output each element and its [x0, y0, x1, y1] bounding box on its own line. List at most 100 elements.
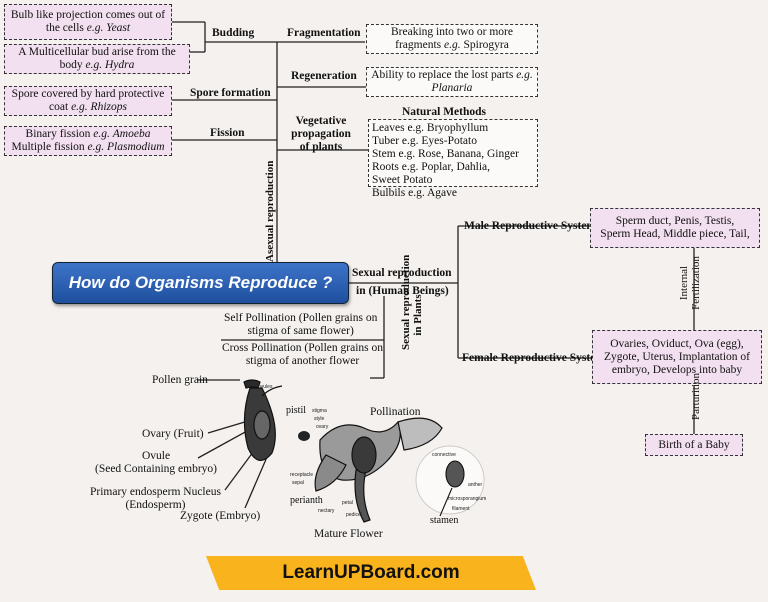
vegetative-l2: propagation [291, 128, 351, 140]
cross-l2: stigma of another flower [245, 355, 360, 367]
vegetative-l1: Vegetative [295, 115, 347, 127]
budding-hydra-box: A Multicellular bud arise from the body … [4, 44, 190, 74]
sexual-plants-l1: Sexual reproduction [400, 254, 412, 350]
yeast-eg: e.g. [86, 22, 104, 34]
male-box: Sperm duct, Penis, Testis, Sperm Head, M… [590, 208, 760, 248]
male-system-label: Male Reproductive System [464, 220, 597, 232]
hydra-text: A Multicellular bud arise from the body [18, 46, 176, 71]
sexual-human-l2: in (Human Beings) [356, 285, 449, 297]
sexual-human-l1: Sexual reproduction [352, 267, 452, 279]
tiny-filament: filament [452, 506, 470, 512]
spore-formation-label: Spore formation [190, 87, 271, 99]
binary-fission: Binary fission [25, 128, 91, 140]
spore-box: Spore covered by hard protective coat e.… [4, 86, 172, 116]
internal-l2: Fertilization [690, 256, 702, 310]
pollen-grain-label: Pollen grain [152, 374, 208, 386]
yeast-text: Bulb like projection comes out of the ce… [10, 9, 166, 34]
male-l1: Sperm duct, Penis, Testis, [615, 215, 735, 227]
tiny-receptacle: receptacle [290, 472, 314, 478]
spore-text: Spore covered by hard protective coat [11, 88, 165, 113]
multiple-fission: Multiple fission [11, 141, 85, 153]
spore-example: Rhizops [90, 101, 127, 113]
tiny-anther: anther [468, 482, 483, 488]
mature-flower-label: Mature Flower [314, 528, 383, 540]
ovule-label: Ovule (Seed Containing embryo) [95, 450, 217, 476]
pen-label: Primary endosperm Nucleus (Endosperm) [90, 486, 221, 512]
sexual-plants-l2: in Plants [412, 294, 424, 336]
ovary-label: Ovary (Fruit) [142, 428, 204, 440]
regeneration-text: Ability to replace the lost parts [371, 69, 514, 81]
tiny-petal: petal [342, 500, 353, 506]
fission-box: Binary fission e.g. Amoeba Multiple fiss… [4, 126, 172, 156]
zygote-label: Zygote (Embryo) [180, 510, 261, 522]
natural-methods-title: Natural Methods [402, 106, 487, 118]
nm-leaves: Leaves e.g. Bryophyllum [372, 122, 489, 134]
fragmentation-box: Breaking into two or more fragments e.g.… [366, 24, 538, 54]
female-l3: embryo, Develops into baby [611, 363, 743, 376]
parturition-label: Parturition [690, 372, 702, 420]
multiple-example: Plasmodium [107, 141, 165, 153]
tiny-sepal: sepal [292, 480, 304, 486]
internal-l1: Internal [678, 265, 690, 301]
tiny-nectary: nectary [318, 508, 335, 514]
fragmentation-label: Fragmentation [287, 27, 361, 39]
self-pollination: Self Pollination (Pollen grains on stigm… [224, 312, 377, 338]
binary-eg: e.g. [93, 128, 110, 140]
stamen-label: stamen [430, 515, 459, 526]
birth-box: Birth of a Baby [645, 434, 743, 456]
female-l1: Ovaries, Oviduct, Ova (egg), [610, 337, 744, 350]
regeneration-eg: e.g. [516, 69, 533, 81]
male-l2: Sperm Head, Middle piece, Tail, [600, 228, 750, 240]
tiny-microsporangium: microsporangium [448, 496, 487, 502]
budding-yeast-box: Bulb like projection comes out of the ce… [4, 4, 172, 40]
binary-example: Amoeba [112, 128, 151, 140]
nm-tuber: Tuber e.g. Eyes-Potato [372, 135, 477, 147]
female-l2: Zygote, Uterus, Implantation of [604, 350, 750, 363]
asexual-reproduction-label: Asexual reproduction [264, 160, 276, 262]
sexual-plants-label: Sexual reproduction in Plants [400, 254, 424, 350]
regeneration-example: Planaria [431, 82, 473, 94]
spore-eg: e.g. [71, 101, 88, 113]
pen-l2: (Endosperm) [125, 499, 186, 511]
female-system-label: Female Reproductive System [462, 352, 605, 364]
self-l2: stigma of same flower) [247, 325, 354, 337]
nm-bulbils: Bulbils e.g. Agave [372, 187, 457, 199]
fission-label: Fission [210, 127, 245, 139]
nm-roots: Roots e.g. Poplar, Dahlia, [372, 161, 491, 173]
pollination-label: Pollination [370, 406, 421, 418]
natural-methods-box: Leaves e.g. Bryophyllum Tuber e.g. Eyes-… [368, 119, 538, 199]
perianth-label: perianth [290, 495, 323, 506]
regeneration-box: Ability to replace the lost parts e.g. P… [366, 67, 538, 97]
ovule-l2: (Seed Containing embryo) [95, 463, 218, 475]
female-box: Ovaries, Oviduct, Ova (egg), Zygote, Ute… [592, 330, 762, 384]
hydra-example: Hydra [104, 59, 135, 71]
tiny-ovules: ovules [258, 384, 273, 390]
tiny-style: style [314, 416, 325, 422]
fragmentation-eg: e.g. [444, 39, 461, 51]
cross-pollination: Cross Pollination (Pollen grains on stig… [222, 342, 383, 368]
vegetative-l3: of plants [299, 141, 343, 153]
budding-label: Budding [212, 27, 255, 39]
tiny-connective: connective [432, 452, 456, 458]
internal-fertilization-label: Internal Fertilization [678, 253, 702, 313]
tiny-stigma: stigma [312, 408, 327, 414]
nm-stem: Stem e.g. Rose, Banana, Ginger [372, 148, 519, 160]
cross-l1: Cross Pollination (Pollen grains on [222, 342, 383, 354]
self-l1: Self Pollination (Pollen grains on [224, 312, 378, 324]
nm-sweet-potato: Sweet Potato [372, 174, 433, 186]
yeast-example: Yeast [106, 22, 131, 34]
tiny-pedicel: pedicel [346, 512, 362, 518]
regeneration-label: Regeneration [291, 70, 357, 82]
vegetative-label: Vegetative propagation of plants [281, 115, 361, 154]
fragmentation-example: Spirogyra [463, 39, 509, 51]
fragmentation-text: Breaking into two or more fragments [390, 26, 513, 51]
page-title: How do Organisms Reproduce ? [52, 262, 349, 304]
pistil-label: pistil [286, 405, 307, 416]
hydra-eg: e.g. [85, 59, 103, 71]
pen-l1: Primary endosperm Nucleus [90, 486, 221, 498]
multiple-eg: e.g. [87, 141, 105, 153]
tiny-ovary: ovary [316, 424, 329, 430]
footer-banner[interactable]: LearnUPBoard.com [206, 556, 536, 590]
